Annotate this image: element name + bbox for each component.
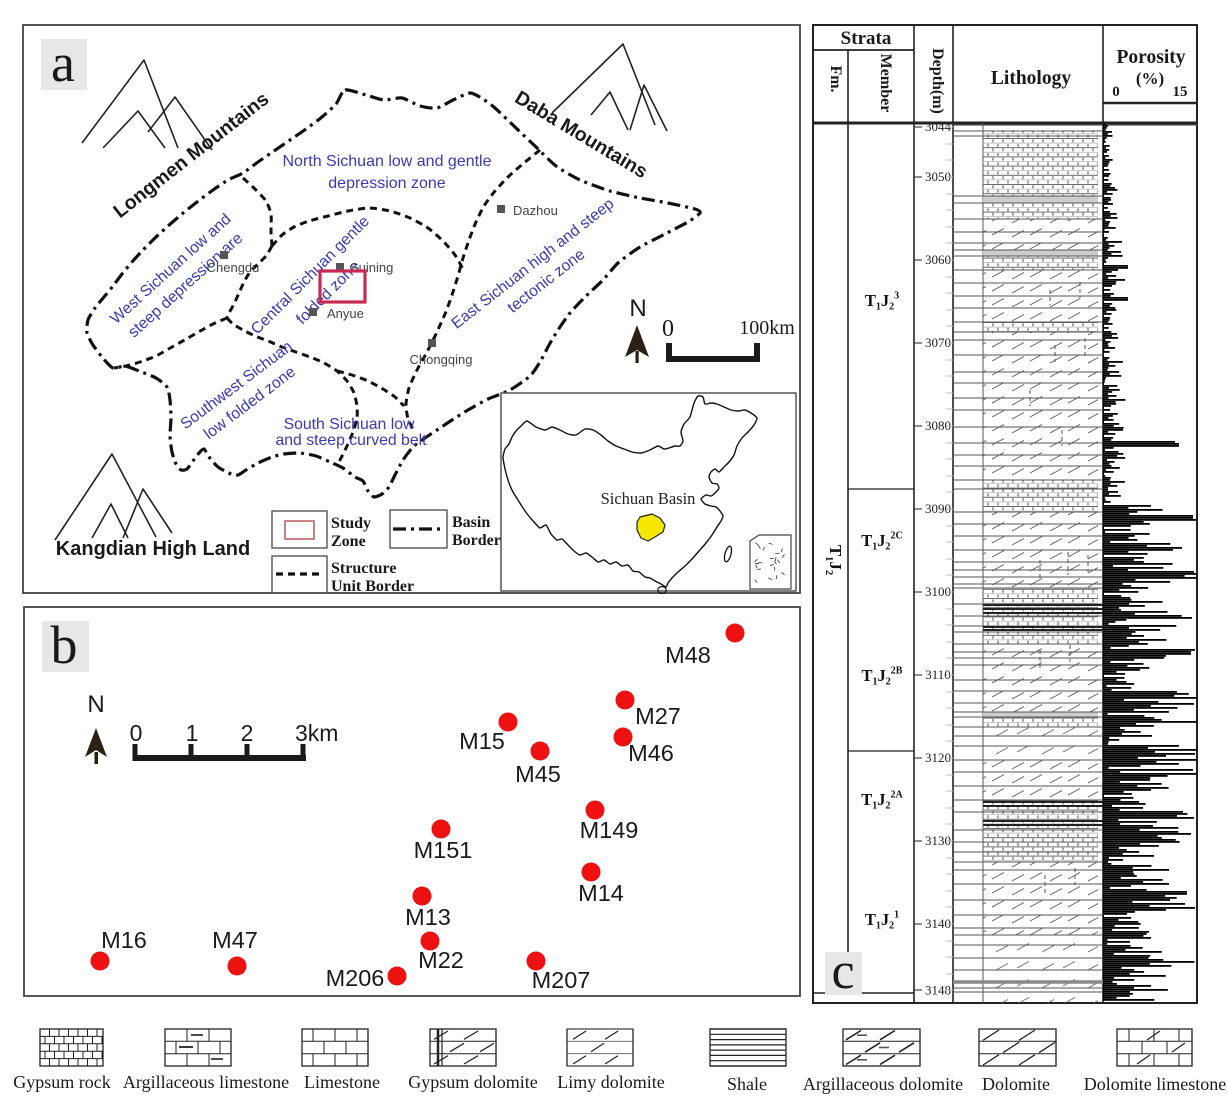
svg-text:Zone: Zone	[331, 533, 366, 550]
svg-text:Gypsum dolomite: Gypsum dolomite	[408, 1072, 538, 1092]
svg-text:3090: 3090	[925, 501, 951, 516]
svg-text:M14: M14	[578, 880, 624, 906]
svg-text:depression zone: depression zone	[328, 175, 446, 192]
svg-text:Porosity: Porosity	[1117, 47, 1186, 68]
svg-text:3060: 3060	[925, 252, 951, 267]
svg-text:M16: M16	[101, 927, 147, 953]
svg-text:Depth(m): Depth(m)	[929, 48, 946, 114]
svg-text:Lithology: Lithology	[991, 68, 1071, 89]
svg-text:Shale: Shale	[727, 1074, 767, 1094]
svg-text:Strata: Strata	[841, 28, 892, 49]
svg-text:Dazhou: Dazhou	[513, 203, 558, 218]
svg-text:M207: M207	[532, 967, 591, 993]
svg-text:3140: 3140	[925, 916, 951, 931]
svg-text:North Sichuan low and gentle: North Sichuan low and gentle	[282, 153, 491, 170]
svg-text:M45: M45	[515, 761, 561, 787]
svg-text:M15: M15	[459, 728, 505, 754]
svg-text:Argillaceous dolomite: Argillaceous dolomite	[803, 1074, 963, 1094]
svg-text:Argillaceous limestone: Argillaceous limestone	[123, 1072, 289, 1092]
svg-text:M48: M48	[665, 642, 711, 668]
svg-text:0: 0	[662, 316, 674, 342]
svg-text:T1J21: T1J21	[865, 910, 899, 932]
svg-text:3100: 3100	[925, 584, 951, 599]
svg-text:Border: Border	[452, 532, 501, 549]
svg-text:c: c	[831, 943, 854, 1000]
svg-text:Fm.: Fm.	[827, 65, 844, 92]
svg-text:3070: 3070	[925, 335, 951, 350]
svg-text:Limestone: Limestone	[304, 1072, 380, 1092]
svg-text:Unit Border: Unit Border	[331, 578, 414, 595]
svg-text:(%): (%)	[1136, 69, 1164, 88]
svg-text:Basin: Basin	[452, 514, 490, 531]
svg-text:15: 15	[1173, 84, 1188, 100]
svg-text:Gypsum rock: Gypsum rock	[13, 1072, 111, 1092]
svg-text:M27: M27	[635, 703, 681, 729]
svg-text:1: 1	[186, 720, 199, 746]
svg-text:3110: 3110	[925, 667, 951, 682]
svg-text:M151: M151	[414, 837, 473, 863]
svg-text:3044: 3044	[925, 119, 952, 134]
svg-text:0: 0	[130, 720, 143, 746]
svg-text:and steep curved belt: and steep curved belt	[275, 432, 427, 449]
svg-text:Sichuan Basin: Sichuan Basin	[601, 489, 696, 508]
svg-text:M47: M47	[212, 927, 258, 953]
svg-text:Kangdian High Land: Kangdian High Land	[56, 538, 250, 560]
svg-text:South Sichuan low: South Sichuan low	[284, 416, 415, 433]
svg-text:N: N	[629, 295, 646, 322]
svg-text:Suining: Suining	[350, 260, 393, 275]
svg-text:3120: 3120	[925, 750, 951, 765]
svg-text:M22: M22	[418, 947, 464, 973]
svg-text:3148: 3148	[925, 982, 951, 997]
svg-text:3130: 3130	[925, 833, 951, 848]
svg-text:T1J23: T1J23	[865, 291, 899, 313]
svg-text:Limy dolomite: Limy dolomite	[557, 1072, 665, 1092]
svg-text:Dolomite limestone: Dolomite limestone	[1084, 1074, 1226, 1094]
svg-text:b: b	[51, 615, 78, 675]
svg-text:Member: Member	[877, 54, 894, 113]
svg-text:T1J2: T1J2	[823, 545, 845, 575]
svg-text:N: N	[87, 691, 104, 718]
svg-text:M149: M149	[580, 817, 639, 843]
svg-text:3km: 3km	[295, 720, 338, 746]
svg-text:M13: M13	[405, 904, 451, 930]
svg-text:M46: M46	[628, 740, 674, 766]
svg-text:2: 2	[241, 720, 254, 746]
svg-text:Chengdu: Chengdu	[207, 260, 260, 275]
svg-text:Anyue: Anyue	[327, 306, 364, 321]
svg-text:Dolomite: Dolomite	[982, 1074, 1050, 1094]
svg-text:Chongqing: Chongqing	[410, 352, 473, 367]
svg-text:M206: M206	[326, 965, 385, 991]
svg-text:0: 0	[1112, 84, 1120, 100]
svg-text:3080: 3080	[925, 418, 951, 433]
svg-text:Study: Study	[331, 515, 371, 532]
svg-text:a: a	[51, 33, 75, 93]
svg-text:100km: 100km	[739, 317, 795, 339]
svg-text:3050: 3050	[925, 169, 951, 184]
svg-text:Structure: Structure	[331, 560, 396, 577]
